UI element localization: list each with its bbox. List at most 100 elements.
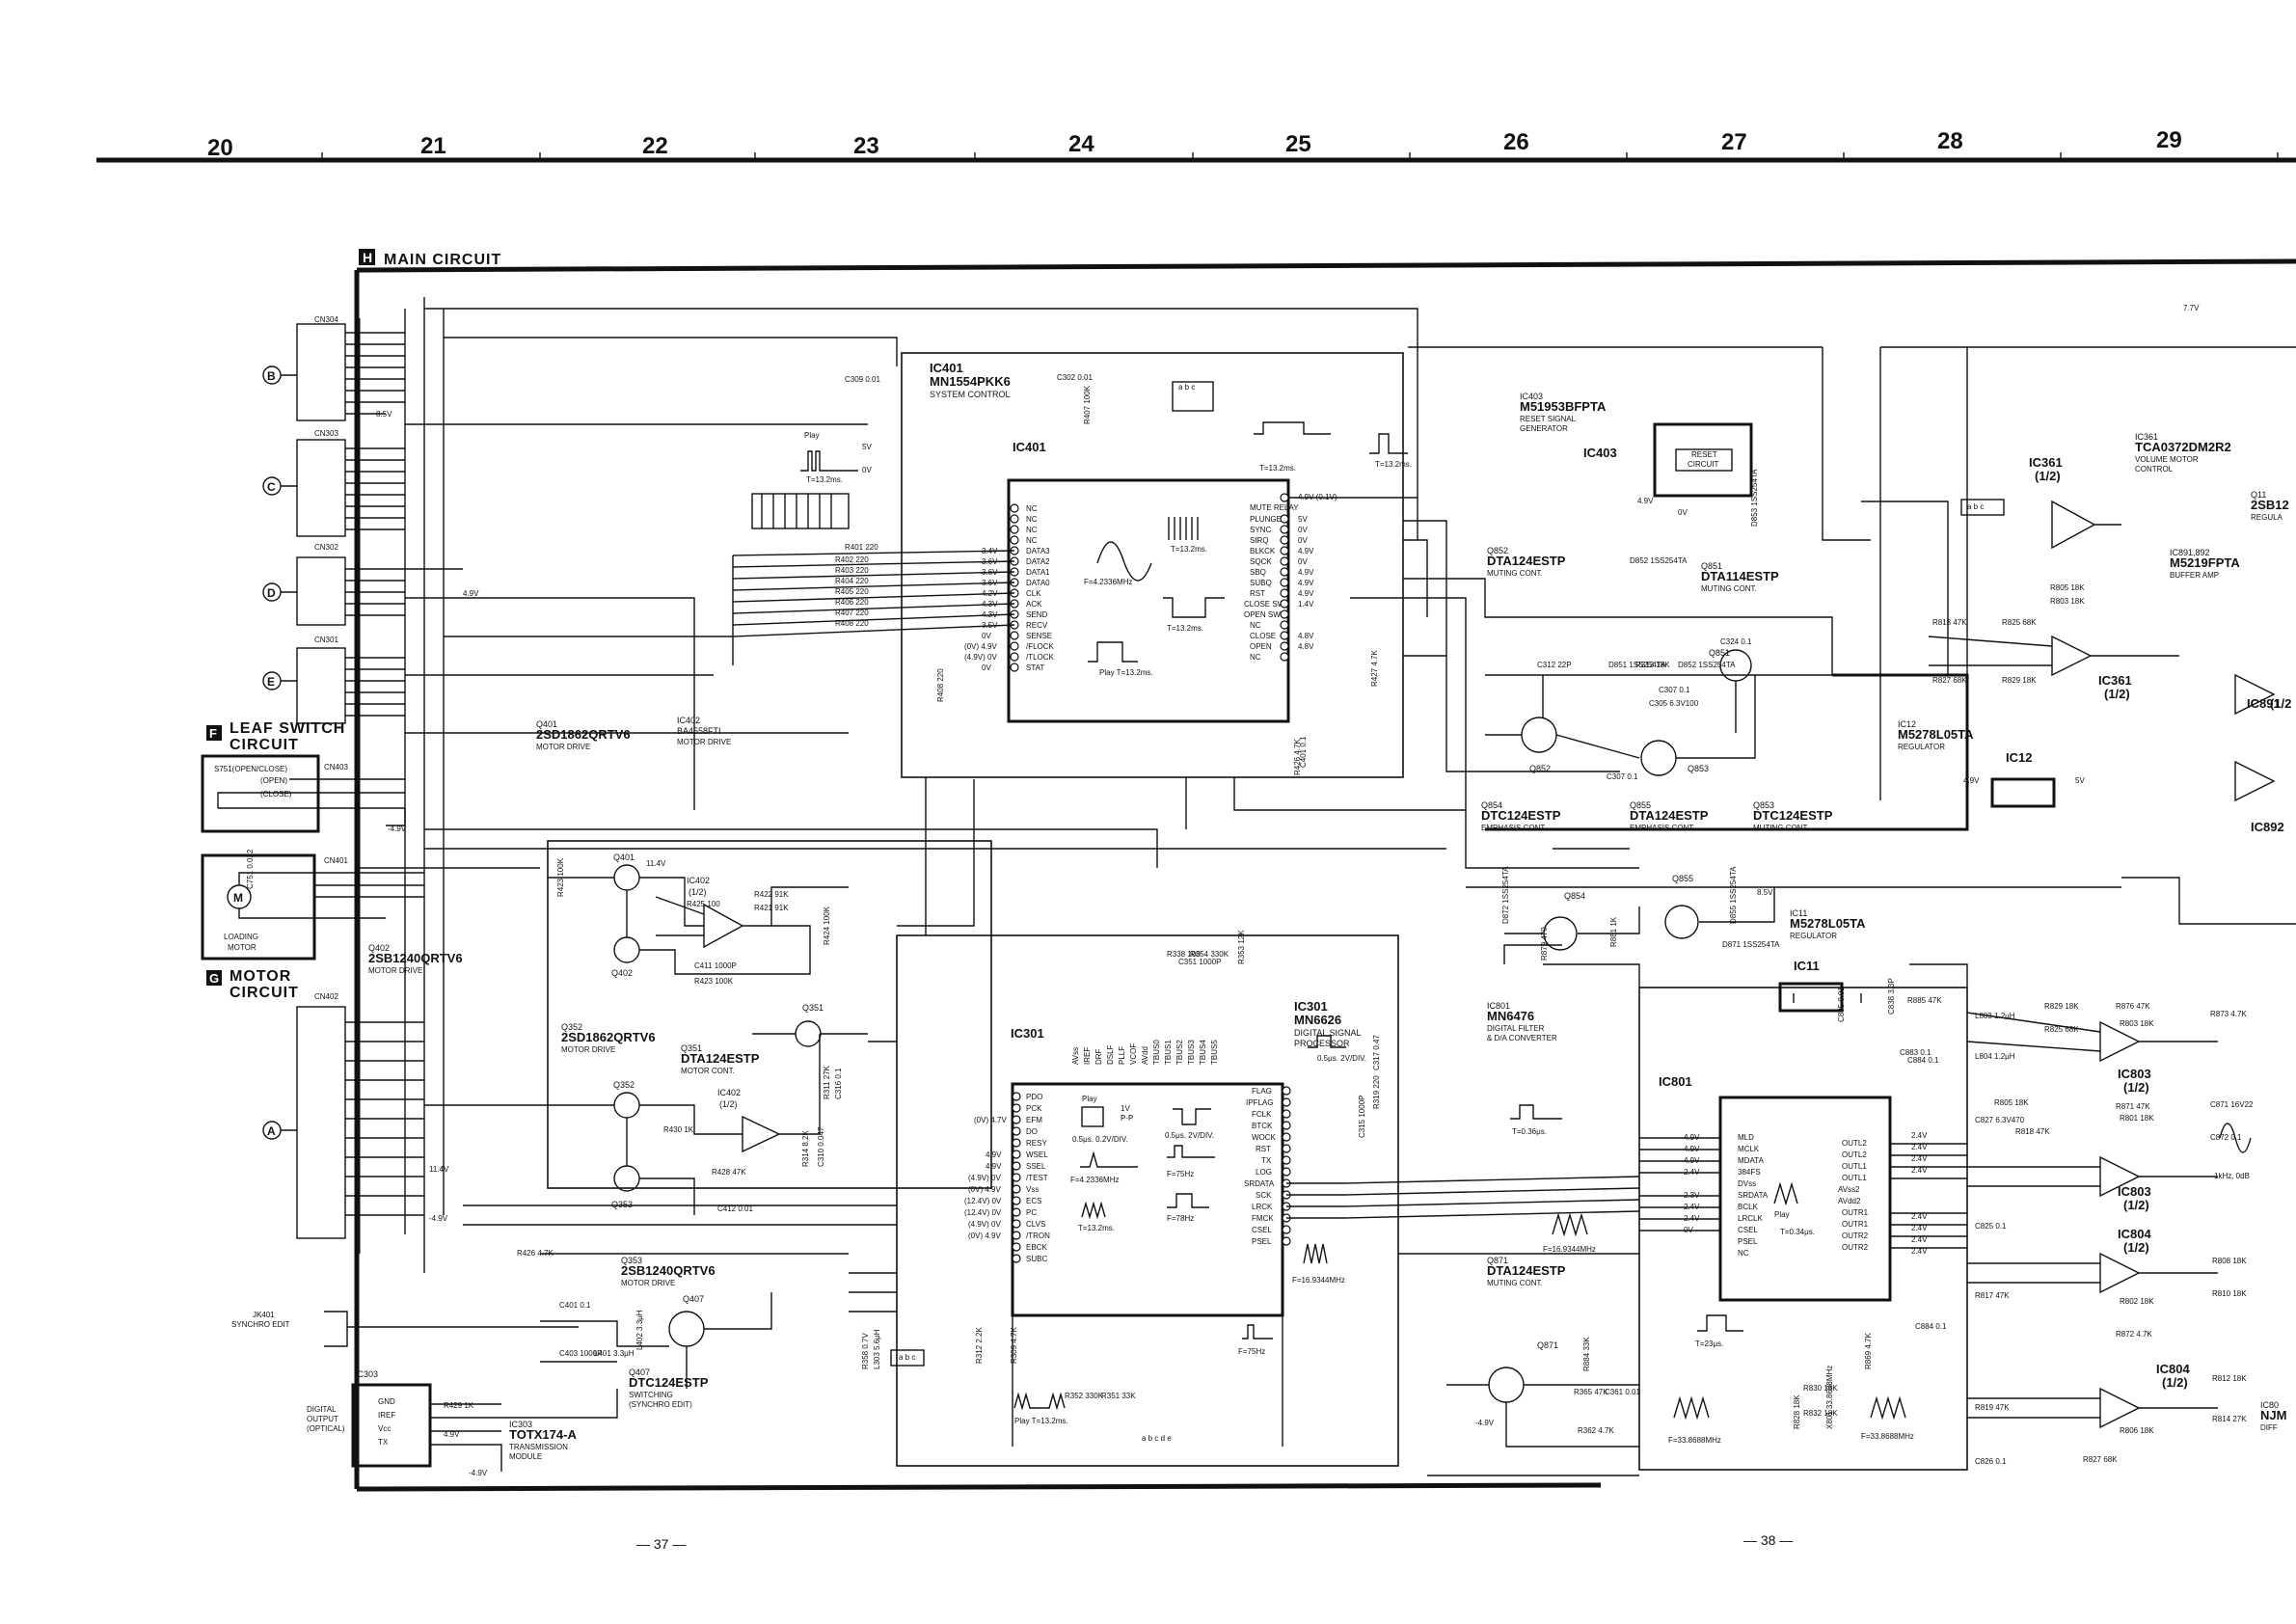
motor-section-title: MOTOR xyxy=(230,968,291,985)
leaf-switch-label: S751(OPEN/CLOSE) xyxy=(214,765,287,773)
svg-text:CN401: CN401 xyxy=(324,856,348,865)
svg-text:R421 91K: R421 91K xyxy=(754,904,789,912)
svg-text:SRDATA: SRDATA xyxy=(1244,1179,1275,1188)
svg-text:SIRQ: SIRQ xyxy=(1250,536,1269,545)
svg-text:C401 0.1: C401 0.1 xyxy=(559,1301,591,1310)
svg-text:IC11: IC11 xyxy=(1794,959,1820,973)
svg-text:5V: 5V xyxy=(1298,515,1308,524)
svg-text:TBUS3: TBUS3 xyxy=(1187,1040,1196,1065)
svg-text:0V: 0V xyxy=(1298,526,1308,534)
grid-number-21: 21 xyxy=(420,133,446,159)
svg-text:X801 33.8688MHz: X801 33.8688MHz xyxy=(1825,1366,1834,1429)
grid-number-22: 22 xyxy=(642,133,668,159)
svg-text:EFM: EFM xyxy=(1026,1116,1042,1124)
svg-text:R885 47K: R885 47K xyxy=(1907,996,1942,1005)
svg-text:REGULATOR: REGULATOR xyxy=(1898,743,1945,751)
svg-text:IC804: IC804 xyxy=(2156,1362,2190,1376)
svg-text:OUTPUT: OUTPUT xyxy=(307,1415,338,1423)
svg-text:SRDATA: SRDATA xyxy=(1738,1191,1769,1200)
q407-ic303-block: Q407 Q407 DTC124ESTP SWITCHING (SYNCHRO … xyxy=(307,1292,772,1477)
svg-text:IC892: IC892 xyxy=(2251,820,2284,834)
ic303-body xyxy=(351,1383,432,1468)
svg-text:TBUS5: TBUS5 xyxy=(1210,1040,1219,1065)
svg-text:D853 1SS254TA: D853 1SS254TA xyxy=(1750,469,1759,527)
svg-text:SYNCHRO EDIT: SYNCHRO EDIT xyxy=(231,1320,290,1329)
svg-text:R365 47K: R365 47K xyxy=(1574,1388,1608,1396)
svg-text:R825 68K: R825 68K xyxy=(2044,1025,2079,1034)
svg-text:2.4V: 2.4V xyxy=(1911,1224,1928,1232)
ic401-waveforms: Play 5V 0V T=13.2ms. F=4.2336MHz T=13.2m… xyxy=(800,421,1412,677)
ic401-ref: IC401 xyxy=(930,361,963,375)
svg-text:TBUS4: TBUS4 xyxy=(1199,1040,1207,1065)
ic401-left-volts: 3.4V 3.6V 3.6V 3.6V 4.2V 4.3V 4.3V 3.5V … xyxy=(964,547,998,672)
svg-text:Play: Play xyxy=(1082,1095,1097,1103)
svg-text:DTC124ESTP: DTC124ESTP xyxy=(1481,808,1561,823)
ic891-block: IC891,892 M5219FPTA BUFFER AMP Q11 2SB12… xyxy=(2170,490,2291,834)
svg-text:R808 18K: R808 18K xyxy=(2212,1257,2247,1265)
ic301-left-pins: PDO PCK EFM DO RESY WSEL SSEL /TEST Vss … xyxy=(1026,1093,1050,1263)
grid-number-29: 28 xyxy=(1937,128,1963,154)
svg-text:/FLOCK: /FLOCK xyxy=(1026,642,1055,651)
svg-text:2SB1240QRTV6: 2SB1240QRTV6 xyxy=(368,951,463,965)
svg-text:R803 18K: R803 18K xyxy=(2120,1019,2154,1028)
grid-number-23: 23 xyxy=(853,133,879,159)
svg-text:(4.9V) 0V: (4.9V) 0V xyxy=(968,1174,1001,1182)
svg-text:0.5μs. 2V/DIV.: 0.5μs. 2V/DIV. xyxy=(1317,1054,1366,1063)
svg-text:R425 100: R425 100 xyxy=(687,900,720,908)
svg-text:F=16.9344MHz: F=16.9344MHz xyxy=(1543,1245,1596,1254)
svg-text:IC803: IC803 xyxy=(2118,1067,2151,1081)
svg-text:11.4V: 11.4V xyxy=(429,1165,449,1174)
svg-text:(1/2): (1/2) xyxy=(2104,687,2130,701)
svg-text:R825 68K: R825 68K xyxy=(2002,618,2037,627)
ic801-left-pins: MLD MCLK MDATA 384FS DVss SRDATA BCLK LR… xyxy=(1738,1133,1769,1258)
svg-text:OPEN SW: OPEN SW xyxy=(1244,610,1281,619)
svg-text:a b c d e: a b c d e xyxy=(1142,1434,1172,1443)
svg-text:IC403: IC403 xyxy=(1583,446,1617,460)
svg-text:DTC124ESTP: DTC124ESTP xyxy=(629,1375,709,1390)
svg-text:C835 0.01: C835 0.01 xyxy=(1837,987,1846,1022)
svg-text:R881 1K: R881 1K xyxy=(1609,916,1618,947)
svg-text:A: A xyxy=(267,1124,276,1138)
svg-text:DTA114ESTP: DTA114ESTP xyxy=(1701,569,1779,583)
svg-text:(0V) 4.9V: (0V) 4.9V xyxy=(964,642,997,651)
svg-text:C884 0.1: C884 0.1 xyxy=(1907,1056,1939,1065)
svg-text:Q871: Q871 xyxy=(1487,1256,1508,1265)
svg-text:Q352: Q352 xyxy=(561,1022,582,1032)
svg-text:F=75Hz: F=75Hz xyxy=(1238,1347,1265,1356)
svg-text:MN6626: MN6626 xyxy=(1294,1013,1341,1027)
svg-text:(1/2): (1/2) xyxy=(2123,1080,2149,1095)
svg-text:T=13.2ms.: T=13.2ms. xyxy=(806,475,843,484)
svg-text:DIFF: DIFF xyxy=(2260,1423,2278,1432)
connector-cn303: CN303 C xyxy=(262,429,405,537)
svg-text:WOCK: WOCK xyxy=(1252,1133,1277,1142)
svg-text:T=13.2ms.: T=13.2ms. xyxy=(1259,464,1296,473)
svg-text:AVdd2: AVdd2 xyxy=(1838,1197,1861,1205)
svg-text:(4.9V) 0V: (4.9V) 0V xyxy=(968,1220,1001,1229)
svg-text:R805 18K: R805 18K xyxy=(1994,1098,2029,1107)
svg-text:Q871: Q871 xyxy=(1537,1340,1558,1350)
svg-text:8.5V: 8.5V xyxy=(376,410,392,419)
ic801-right-volts: 2.4V 2.4V 2.4V 2.4V 2.4V 2.4V 2.4V 2.4V xyxy=(1911,1131,1928,1256)
q352-q353-block: Q352 2SD1862QRTV6 MOTOR DRIVE Q351 DTA12… xyxy=(424,1003,868,1287)
q871-block: Q871 DTA124ESTP MUTING CONT. Q871 R365 4… xyxy=(1446,1256,1640,1448)
svg-text:5V: 5V xyxy=(862,443,872,451)
svg-text:IC801: IC801 xyxy=(1659,1074,1692,1089)
svg-text:WSEL: WSEL xyxy=(1026,1150,1048,1159)
svg-text:MOTOR DRIVE: MOTOR DRIVE xyxy=(561,1045,615,1054)
svg-text:R869 4.7K: R869 4.7K xyxy=(1864,1333,1873,1369)
svg-text:AVss: AVss xyxy=(1071,1047,1080,1065)
ic403: IC403 M51953BFPTA RESET SIGNAL GENERATOR… xyxy=(1520,392,1759,565)
svg-text:NC: NC xyxy=(1026,515,1038,524)
svg-text:/TRON: /TRON xyxy=(1026,1232,1050,1240)
svg-text:OUTR1: OUTR1 xyxy=(1842,1208,1869,1217)
svg-text:JK401: JK401 xyxy=(253,1311,275,1319)
svg-text:MCLK: MCLK xyxy=(1738,1145,1760,1153)
svg-text:NC: NC xyxy=(1026,504,1038,513)
svg-text:IC301: IC301 xyxy=(1294,999,1328,1014)
svg-text:ACK: ACK xyxy=(1026,600,1042,609)
svg-text:OUTL1: OUTL1 xyxy=(1842,1162,1867,1171)
svg-text:CN303: CN303 xyxy=(314,429,338,438)
svg-text:R426 4.7K: R426 4.7K xyxy=(517,1249,554,1258)
svg-text:R422 91K: R422 91K xyxy=(754,890,789,899)
svg-text:DTA124ESTP: DTA124ESTP xyxy=(1487,554,1566,568)
